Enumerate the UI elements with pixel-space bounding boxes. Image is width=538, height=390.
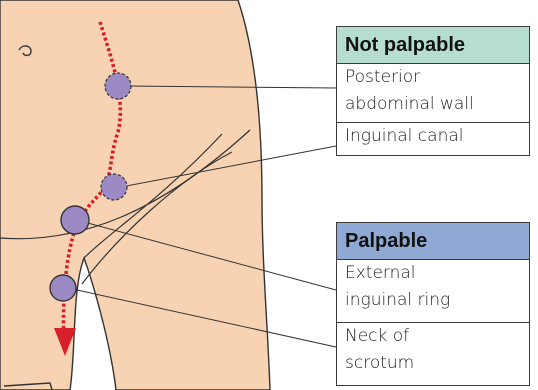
label-line: Inguinal canal (345, 123, 521, 150)
testis-external-inguinal-ring (61, 206, 89, 234)
not-palpable-box: Not palpable Posterior abdominal wall In… (336, 26, 530, 156)
palpable-box: Palpable External inguinal ring Neck of … (336, 222, 530, 386)
label-line: abdominal wall (345, 91, 521, 118)
label-line: scrotum (345, 350, 521, 377)
label-posterior-abdominal-wall: Posterior abdominal wall (337, 64, 529, 122)
testis-inguinal-canal (101, 174, 127, 200)
label-line: inguinal ring (345, 287, 521, 314)
label-line: External (345, 260, 521, 287)
label-neck-of-scrotum: Neck of scrotum (337, 322, 529, 385)
palpable-heading: Palpable (337, 223, 529, 260)
testis-neck-of-scrotum (50, 275, 76, 301)
body-silhouette (0, 0, 270, 390)
label-line: Neck of (345, 323, 521, 350)
label-inguinal-canal: Inguinal canal (337, 122, 529, 157)
label-external-inguinal-ring: External inguinal ring (337, 260, 529, 322)
testis-posterior-abdominal-wall (105, 73, 131, 99)
not-palpable-heading: Not palpable (337, 27, 529, 64)
label-line: Posterior (345, 64, 521, 91)
